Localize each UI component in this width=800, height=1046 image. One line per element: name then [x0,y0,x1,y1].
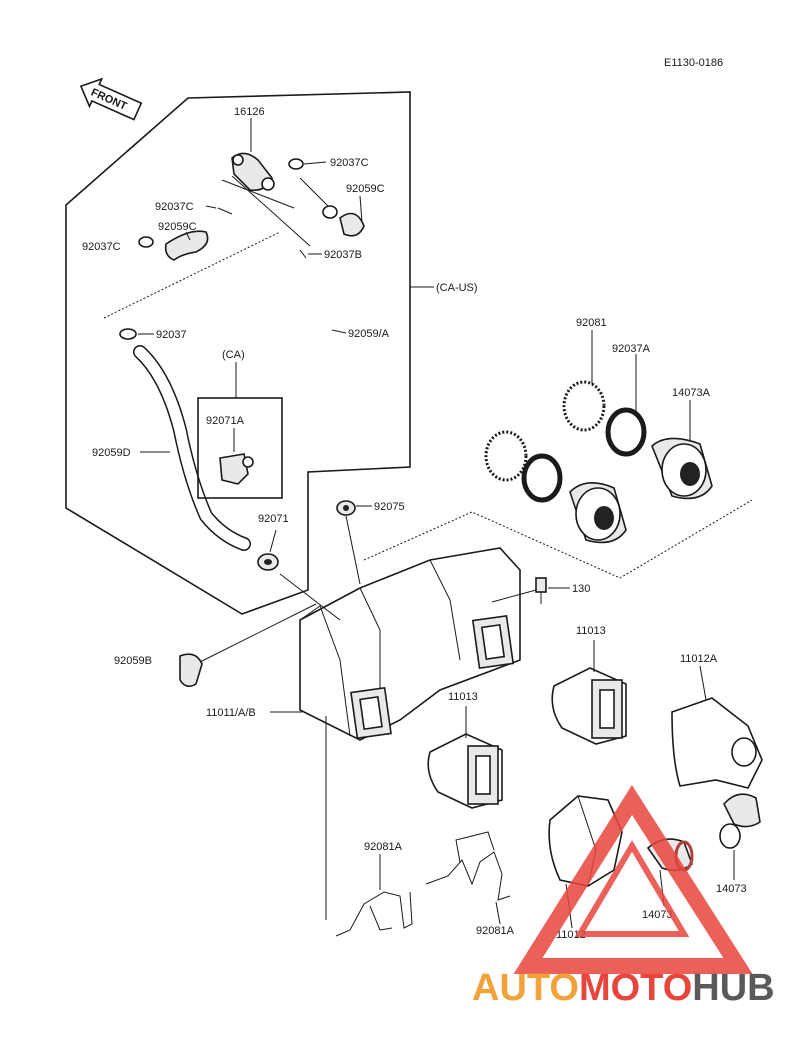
label-14073-center: 14073 [642,909,673,921]
label-92071a: 92071A [206,415,245,427]
label-130: 130 [572,583,590,595]
clamp-92037 [119,328,154,340]
label-92037c-left: 92037C [155,201,194,213]
filter-11013-left [427,706,503,809]
label-11013-left: 11013 [448,691,478,703]
label-92081: 92081 [576,317,607,329]
hose-92059d [133,345,251,551]
boot-14073a [569,400,713,544]
ca-us-boundary [65,91,411,615]
hose-92059c-right [339,195,365,237]
hose-92059c-left [164,230,209,261]
watermark-hub: HUB [692,967,774,1009]
label-92071: 92071 [258,513,289,525]
clamp-92037b [299,249,322,259]
elbow-92059b [179,603,317,688]
guide-line-2 [363,499,753,579]
boot-14073-right [719,793,761,880]
watermark-text: AUTOMOTOHUB [472,967,775,1009]
label-92081a-left: 92081A [364,841,403,853]
label-92037c-far-left: 92037C [82,241,121,253]
screw-130 [535,577,570,604]
front-arrow: FRONT [79,77,143,121]
clamp-92037c-mid [299,177,338,219]
guide-line-1 [103,231,281,319]
label-92037b: 92037B [324,249,362,261]
label-11011: 11011/A/B [206,707,256,719]
label-11012a: 11012A [680,653,718,665]
label-14073-right: 14073 [716,883,747,895]
label-92059d: 92059D [92,447,131,459]
figure-code: E1130-0186 [664,57,723,69]
label-ca-us: (CA-US) [436,282,478,294]
label-16126: 16126 [234,106,265,118]
label-14073a: 14073A [672,387,711,399]
label-92059c-left: 92059C [158,221,197,233]
label-92059a: 92059/A [348,328,390,340]
ca-box [197,397,283,499]
label-92037: 92037 [156,329,187,341]
clamp-92037c-left [205,205,233,215]
label-ca: (CA) [222,349,245,361]
clamp-92037c-top [288,158,327,170]
label-92037a: 92037A [612,343,651,355]
hose-92059a [268,258,347,391]
clip-92081a-right [425,831,511,925]
watermark-auto: AUTO [472,967,579,1009]
band-92081 [484,330,606,482]
valve-16126 [221,118,311,247]
fitting-92071a [219,428,254,485]
grommet-92071 [257,529,279,571]
label-92059c-right: 92059C [346,183,385,195]
clip-92081a-left [325,716,413,937]
airbox-11011 [270,547,537,741]
label-92037c-top: 92037C [330,157,369,169]
label-92081a-right: 92081A [476,925,515,937]
label-11013-right: 11013 [576,625,606,637]
label-92059b: 92059B [114,655,152,667]
filter-11013-right [551,640,627,745]
automotohub-watermark-logo [513,785,753,974]
clamp-92037a [521,354,647,503]
cover-11012a [671,665,763,789]
label-92075: 92075 [374,501,405,513]
clamp-92037c-far-left [138,236,154,248]
watermark-moto: MOTO [579,967,692,1009]
grommet-92075 [336,500,372,585]
